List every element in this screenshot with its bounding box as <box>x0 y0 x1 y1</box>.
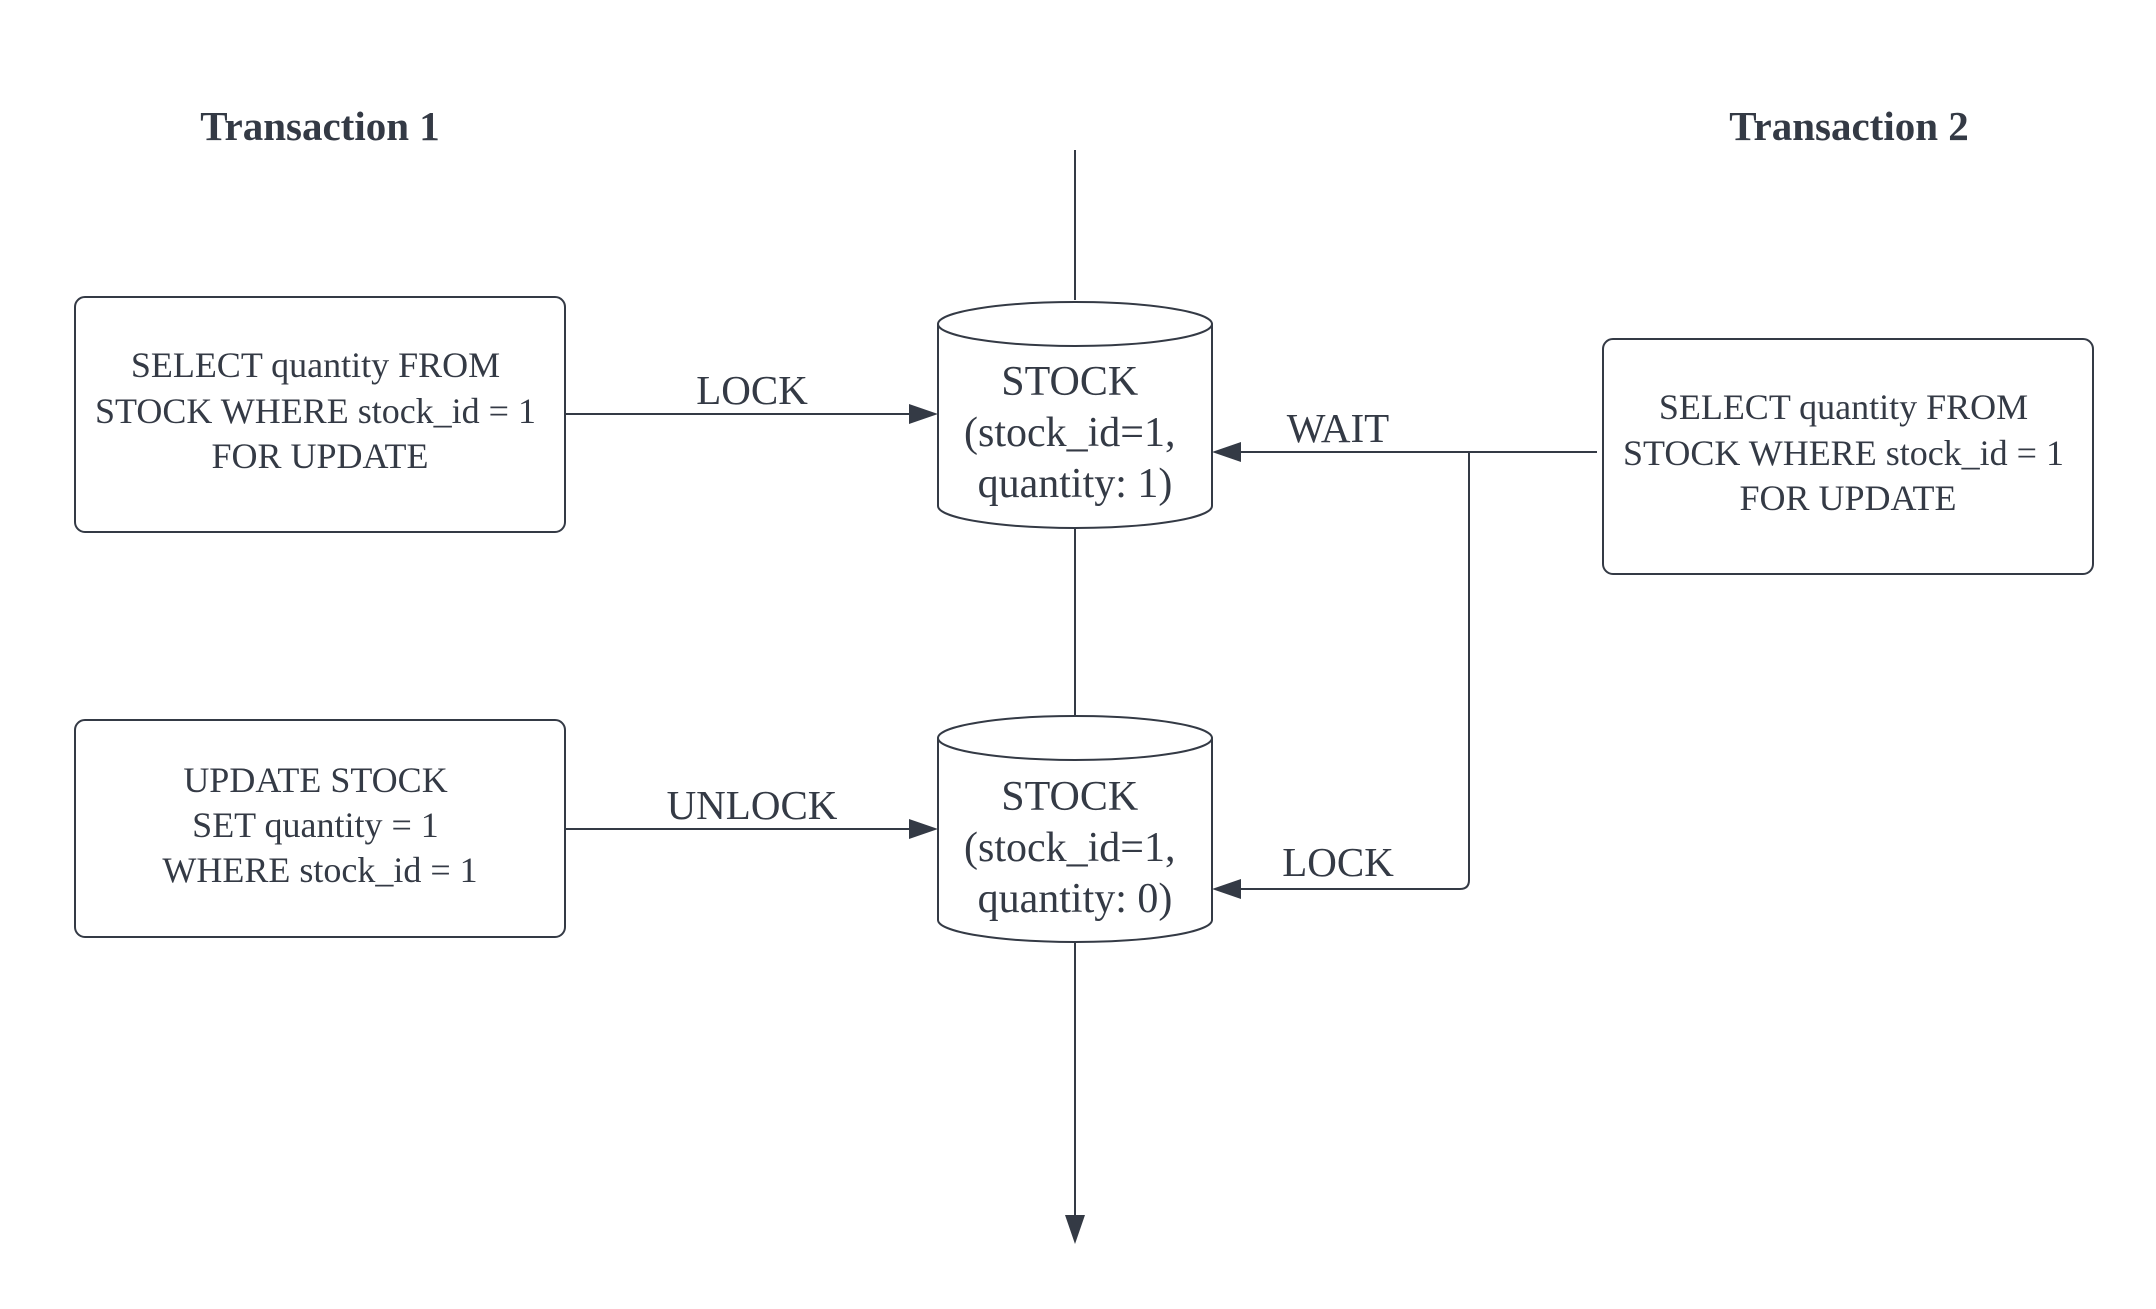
svg-text:SELECT quantity FROM STO: SELECT quantity FROM STOCK WHERE stock_i… <box>1623 387 2073 518</box>
stock-after-line-1: STOCK <box>1001 774 1138 820</box>
t1-select-line-3: FOR UPDATE <box>211 436 428 476</box>
stock-db-before: STOCK (stock_id=1, quantity: 1) <box>937 301 1213 529</box>
stock-db-after: STOCK (stock_id=1, quantity: 0) <box>937 715 1213 943</box>
timeline-arrowhead <box>1065 1215 1085 1244</box>
stock-before-line-3: quantity: 1) <box>978 461 1173 507</box>
t1-update-line-2: SET quantity = 1 <box>192 805 439 845</box>
transaction-1-title: Transaction 1 <box>200 103 440 149</box>
t2-wait-label: WAIT <box>1287 405 1389 451</box>
t1-update-box: UPDATE STOCK SET quantity = 1 WHERE stoc… <box>74 719 566 938</box>
stock-after-line-2: (stock_id=1, <box>964 825 1176 871</box>
t2-select-line-1: SELECT quantity FROM <box>1659 387 2028 427</box>
t2-lock-arrow: LOCK <box>1212 452 1470 899</box>
svg-text:STOCK (stock_id=1,: STOCK (stock_id=1, quantity: 1) <box>964 359 1186 507</box>
t2-wait-arrow: WAIT <box>1212 405 1597 462</box>
t1-select-line-1: SELECT quantity FROM <box>131 345 500 385</box>
t1-select-box: SELECT quantity FROM STOCK WHERE stock_i… <box>74 296 566 533</box>
t2-select-box: SELECT quantity FROM STOCK WHERE stock_i… <box>1602 338 2094 575</box>
t1-update-line-3: WHERE stock_id = 1 <box>162 850 477 890</box>
stock-after-line-3: quantity: 0) <box>978 876 1173 922</box>
t1-lock-label: LOCK <box>696 367 808 413</box>
t1-update-line-1: UPDATE STOCK <box>183 760 447 800</box>
t1-select-line-2: STOCK WHERE stock_id = 1 <box>95 391 536 431</box>
stock-before-line-2: (stock_id=1, <box>964 410 1176 456</box>
t2-select-line-3: FOR UPDATE <box>1739 478 1956 518</box>
stock-before-line-1: STOCK <box>1001 359 1138 405</box>
t1-unlock-arrow: UNLOCK <box>565 782 938 839</box>
svg-text:SELECT quantity FROM STO: SELECT quantity FROM STOCK WHERE stock_i… <box>95 345 545 476</box>
t1-lock-arrow: LOCK <box>565 367 938 424</box>
svg-text:UPDATE STOCK SET quantit: UPDATE STOCK SET quantity = 1 WHERE stoc… <box>162 760 477 890</box>
t2-select-line-2: STOCK WHERE stock_id = 1 <box>1623 433 2064 473</box>
t1-unlock-label: UNLOCK <box>667 782 838 828</box>
transaction-2-title: Transaction 2 <box>1729 103 1969 149</box>
t2-lock-label: LOCK <box>1282 839 1394 885</box>
svg-text:STOCK (stock_id=1,: STOCK (stock_id=1, quantity: 0) <box>964 774 1186 922</box>
